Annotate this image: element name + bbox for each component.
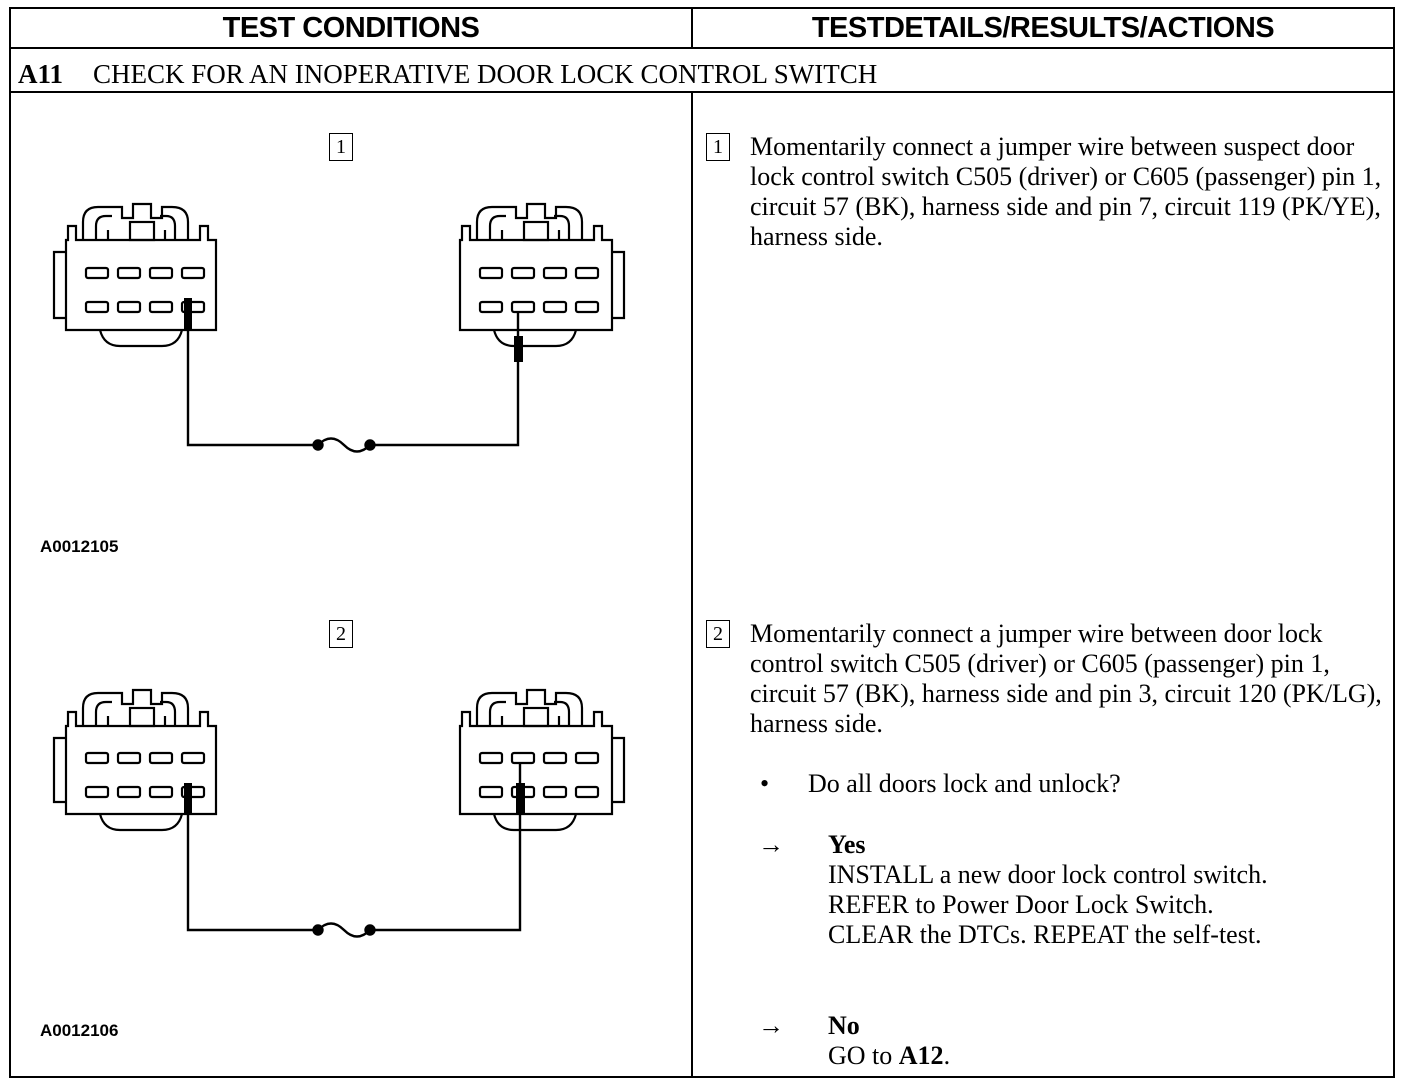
answer-yes: → Yes INSTALL a new door lock control sw… <box>758 830 1268 950</box>
figure-1-code: A0012105 <box>40 537 119 556</box>
figure-1-diagram <box>52 202 626 453</box>
detail-2-text: Momentarily connect a jumper wire betwee… <box>750 619 1382 738</box>
figure-1-jumper-wire <box>184 298 523 453</box>
detail-1-step-box: 1 <box>706 133 730 161</box>
bullet-icon: • <box>760 769 770 798</box>
arrow-right-icon: → <box>758 830 784 859</box>
answer-no: → No GO to A12. <box>758 1011 950 1071</box>
figure-1-left-connector <box>52 202 218 348</box>
figure-1-step-box: 1 <box>329 133 353 161</box>
figure-1-right-connector <box>458 202 626 348</box>
header-column-divider <box>691 9 693 47</box>
procedure-table: TEST CONDITIONS TESTDETAILS/RESULTS/ACTI… <box>9 7 1395 1078</box>
question-text: Do all doors lock and unlock? <box>808 769 1121 798</box>
figure-2-left-connector <box>52 688 218 832</box>
answer-no-label: No <box>828 1011 860 1040</box>
header-test-conditions: TEST CONDITIONS <box>222 11 480 44</box>
figure-2-step-box: 2 <box>329 620 353 648</box>
header-divider <box>11 47 1393 49</box>
answer-no-action: GO to A12. <box>828 1041 950 1071</box>
detail-1-text: Momentarily connect a jumper wire betwee… <box>750 132 1382 251</box>
answer-yes-line-3: CLEAR the DTCs. REPEAT the self-test. <box>828 920 1262 949</box>
figure-2-jumper-wire <box>184 763 525 938</box>
figure-2-code: A0012106 <box>40 1021 119 1040</box>
figure-2-diagram <box>52 688 626 938</box>
detail-2-step-box: 2 <box>706 620 730 648</box>
header-test-details: TESTDETAILS/RESULTS/ACTIONS <box>811 11 1275 44</box>
answer-no-target: A12 <box>898 1041 944 1070</box>
figure-2-right-connector <box>458 688 626 832</box>
answer-yes-label: Yes <box>828 830 866 859</box>
arrow-right-icon: → <box>758 1011 784 1040</box>
step-id: A11 <box>18 58 64 89</box>
step-title-divider <box>11 91 1393 93</box>
body-column-divider <box>691 91 693 1076</box>
answer-yes-line-1: INSTALL a new door lock control switch. <box>828 860 1268 889</box>
step-title-row: A11 CHECK FOR AN INOPERATIVE DOOR LOCK C… <box>18 55 877 93</box>
question-row: • Do all doors lock and unlock? <box>760 769 1121 799</box>
answer-no-tail: . <box>943 1041 951 1070</box>
answer-no-action-text: GO to <box>828 1041 893 1070</box>
step-title: CHECK FOR AN INOPERATIVE DOOR LOCK CONTR… <box>93 58 878 89</box>
answer-yes-line-2: REFER to Power Door Lock Switch. <box>828 890 1214 919</box>
